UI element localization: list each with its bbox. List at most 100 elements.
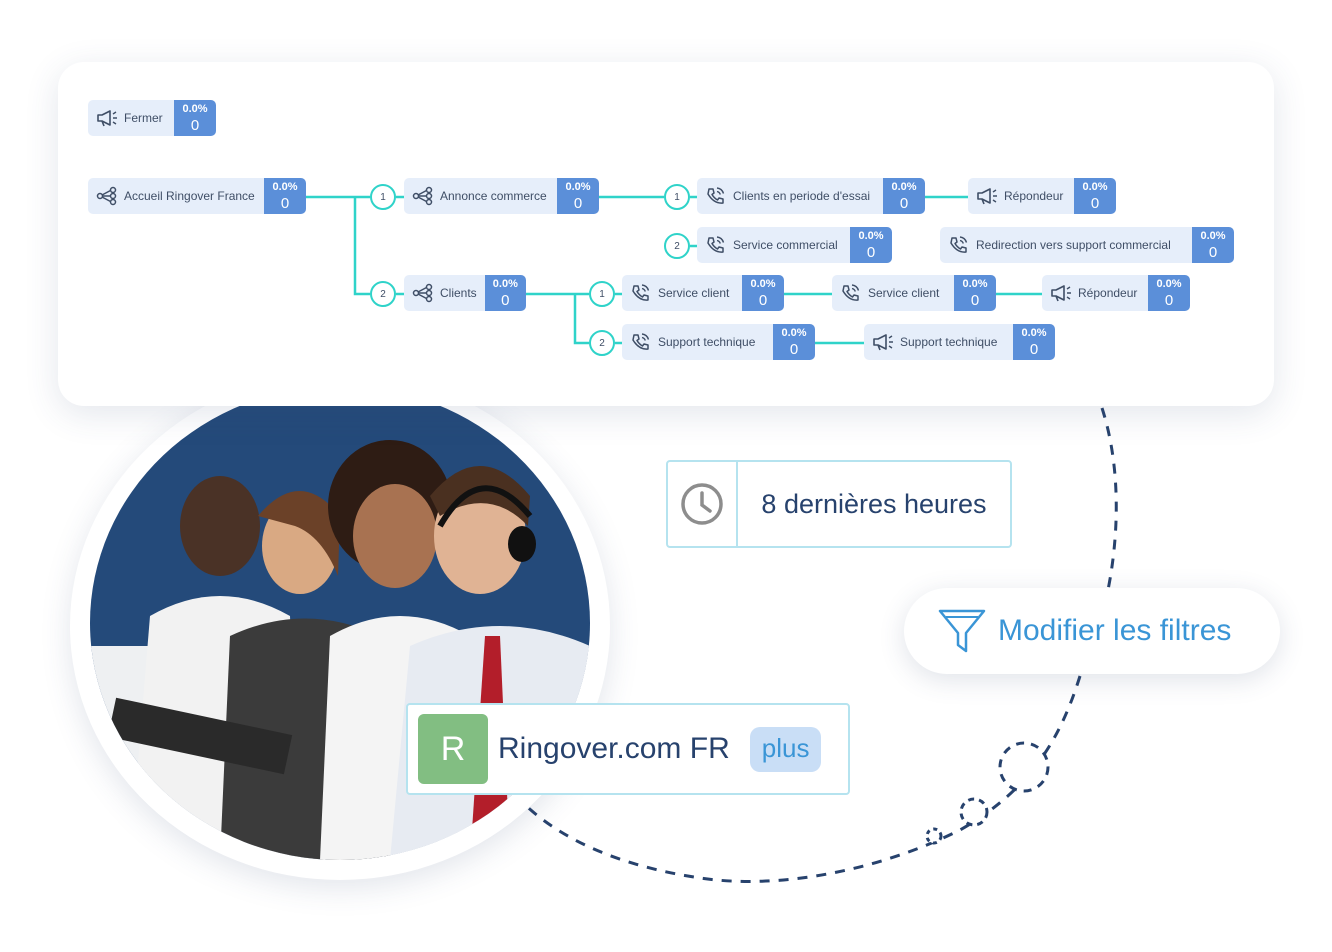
flow-node-support-tech2[interactable]: Support technique 0.0%0 (864, 324, 1055, 360)
flow-node-body: Clients en periode d'essai (697, 178, 883, 214)
flow-node-label: Fermer (124, 111, 163, 125)
flow-node-count: 0 (789, 340, 799, 358)
flow-node-stats: 0.0%0 (1074, 178, 1116, 214)
flow-node-body: Accueil Ringover France (88, 178, 264, 214)
flow-node-stats: 0.0%0 (883, 178, 925, 214)
flow-node-count: 0 (1090, 194, 1100, 212)
ivr-branch-icon (412, 186, 434, 206)
ivr-branch-icon (412, 283, 434, 303)
account-name: Ringover.com FR (498, 732, 730, 765)
phone-call-icon (630, 332, 652, 352)
phone-call-icon (840, 283, 862, 303)
flow-node-stats: 0.0%0 (954, 275, 996, 311)
flow-node-percent: 0.0% (1156, 277, 1182, 290)
branch-option-badge: 1 (370, 184, 396, 210)
flow-node-label: Service client (658, 286, 730, 300)
phone-call-icon (705, 235, 727, 255)
branch-option-badge: 2 (664, 233, 690, 259)
flow-node-stats: 0.0%0 (1148, 275, 1190, 311)
flow-node-clients-essai[interactable]: Clients en periode d'essai 0.0%0 (697, 178, 925, 214)
ivr-branch-icon (96, 186, 118, 206)
flow-node-body: Clients (404, 275, 485, 311)
flow-node-body: Redirection vers support commercial (940, 227, 1192, 263)
flow-node-stats: 0.0%0 (484, 275, 526, 311)
flow-node-repondeur2[interactable]: Répondeur 0.0%0 (1042, 275, 1190, 311)
modify-filters-button[interactable]: Modifier les filtres (904, 588, 1280, 674)
flow-node-count: 0 (1164, 291, 1174, 309)
flow-node-repondeur1[interactable]: Répondeur 0.0%0 (968, 178, 1116, 214)
flow-node-percent: 0.0% (565, 180, 591, 193)
phone-call-icon (705, 186, 727, 206)
branch-option-badge: 1 (664, 184, 690, 210)
megaphone-icon (1050, 283, 1072, 303)
flow-node-service-client2[interactable]: Service client 0.0%0 (832, 275, 996, 311)
flow-node-count: 0 (899, 194, 909, 212)
flow-node-stats: 0.0%0 (850, 227, 892, 263)
flow-node-stats: 0.0%0 (264, 178, 306, 214)
flow-node-percent: 0.0% (272, 180, 298, 193)
flow-node-percent: 0.0% (1082, 180, 1108, 193)
flow-node-annonce[interactable]: Annonce commerce 0.0%0 (404, 178, 599, 214)
flow-node-count: 0 (1208, 243, 1218, 261)
more-button[interactable]: plus (749, 726, 822, 772)
flow-node-count: 0 (501, 291, 510, 309)
flow-node-body: Service client (832, 275, 954, 311)
account-card[interactable]: R Ringover.com FR plus (406, 703, 850, 795)
phone-call-icon (630, 283, 652, 303)
flow-node-count: 0 (1029, 340, 1039, 358)
flow-node-label: Support technique (658, 335, 756, 349)
flow-node-service-client1[interactable]: Service client 0.0%0 (622, 275, 784, 311)
flow-node-label: Redirection vers support commercial (976, 238, 1171, 252)
flow-node-body: Service commercial (697, 227, 850, 263)
flow-node-support-tech1[interactable]: Support technique 0.0%0 (622, 324, 815, 360)
flow-node-percent: 0.0% (1200, 229, 1226, 242)
flow-node-percent: 0.0% (858, 229, 884, 242)
megaphone-icon (96, 108, 118, 128)
branch-option-badge: 2 (589, 330, 615, 356)
flow-node-body: Service client (622, 275, 742, 311)
time-range-label: 8 dernières heures (761, 488, 987, 519)
flow-node-stats: 0.0%0 (1013, 324, 1055, 360)
flow-node-redirection[interactable]: Redirection vers support commercial 0.0%0 (940, 227, 1234, 263)
flow-node-percent: 0.0% (492, 277, 518, 290)
flow-node-body: Fermer (88, 100, 174, 136)
flow-node-clients[interactable]: Clients 0.0%0 (404, 275, 526, 311)
branch-option-badge: 2 (370, 281, 396, 307)
branch-option-badge: 1 (589, 281, 615, 307)
flow-node-count: 0 (280, 194, 290, 212)
flow-node-label: Support technique (900, 335, 998, 349)
flow-node-label: Répondeur (1004, 189, 1064, 203)
flow-node-percent: 0.0% (182, 102, 208, 115)
flow-node-label: Service client (868, 286, 940, 300)
modify-filters-label: Modifier les filtres (998, 614, 1232, 647)
flow-node-label: Annonce commerce (440, 189, 547, 203)
flow-node-fermer[interactable]: Fermer 0.0%0 (88, 100, 216, 136)
account-avatar: R (418, 714, 488, 784)
flow-node-label: Service commercial (733, 238, 838, 252)
clock-icon (668, 462, 738, 546)
flow-node-stats: 0.0%0 (773, 324, 815, 360)
flow-node-body: Support technique (864, 324, 1013, 360)
flow-node-stats: 0.0%0 (174, 100, 216, 136)
flow-node-service-commercial[interactable]: Service commercial 0.0%0 (697, 227, 892, 263)
flow-node-body: Annonce commerce (404, 178, 557, 214)
flow-node-count: 0 (758, 291, 768, 309)
megaphone-icon (872, 332, 894, 352)
flow-node-count: 0 (190, 116, 200, 134)
flow-node-body: Support technique (622, 324, 773, 360)
flow-node-percent: 0.0% (781, 326, 807, 339)
flow-node-label: Clients (440, 286, 477, 300)
flow-node-label: Répondeur (1078, 286, 1138, 300)
flow-node-count: 0 (866, 243, 876, 261)
flow-node-stats: 0.0%0 (742, 275, 784, 311)
phone-call-icon (948, 235, 970, 255)
flow-node-label: Clients en periode d'essai (733, 189, 871, 203)
flow-node-percent: 0.0% (750, 277, 776, 290)
flow-node-stats: 0.0%0 (557, 178, 599, 214)
flow-node-count: 0 (970, 291, 980, 309)
flow-node-body: Répondeur (968, 178, 1074, 214)
time-range-selector[interactable]: 8 dernières heures (666, 460, 1012, 548)
